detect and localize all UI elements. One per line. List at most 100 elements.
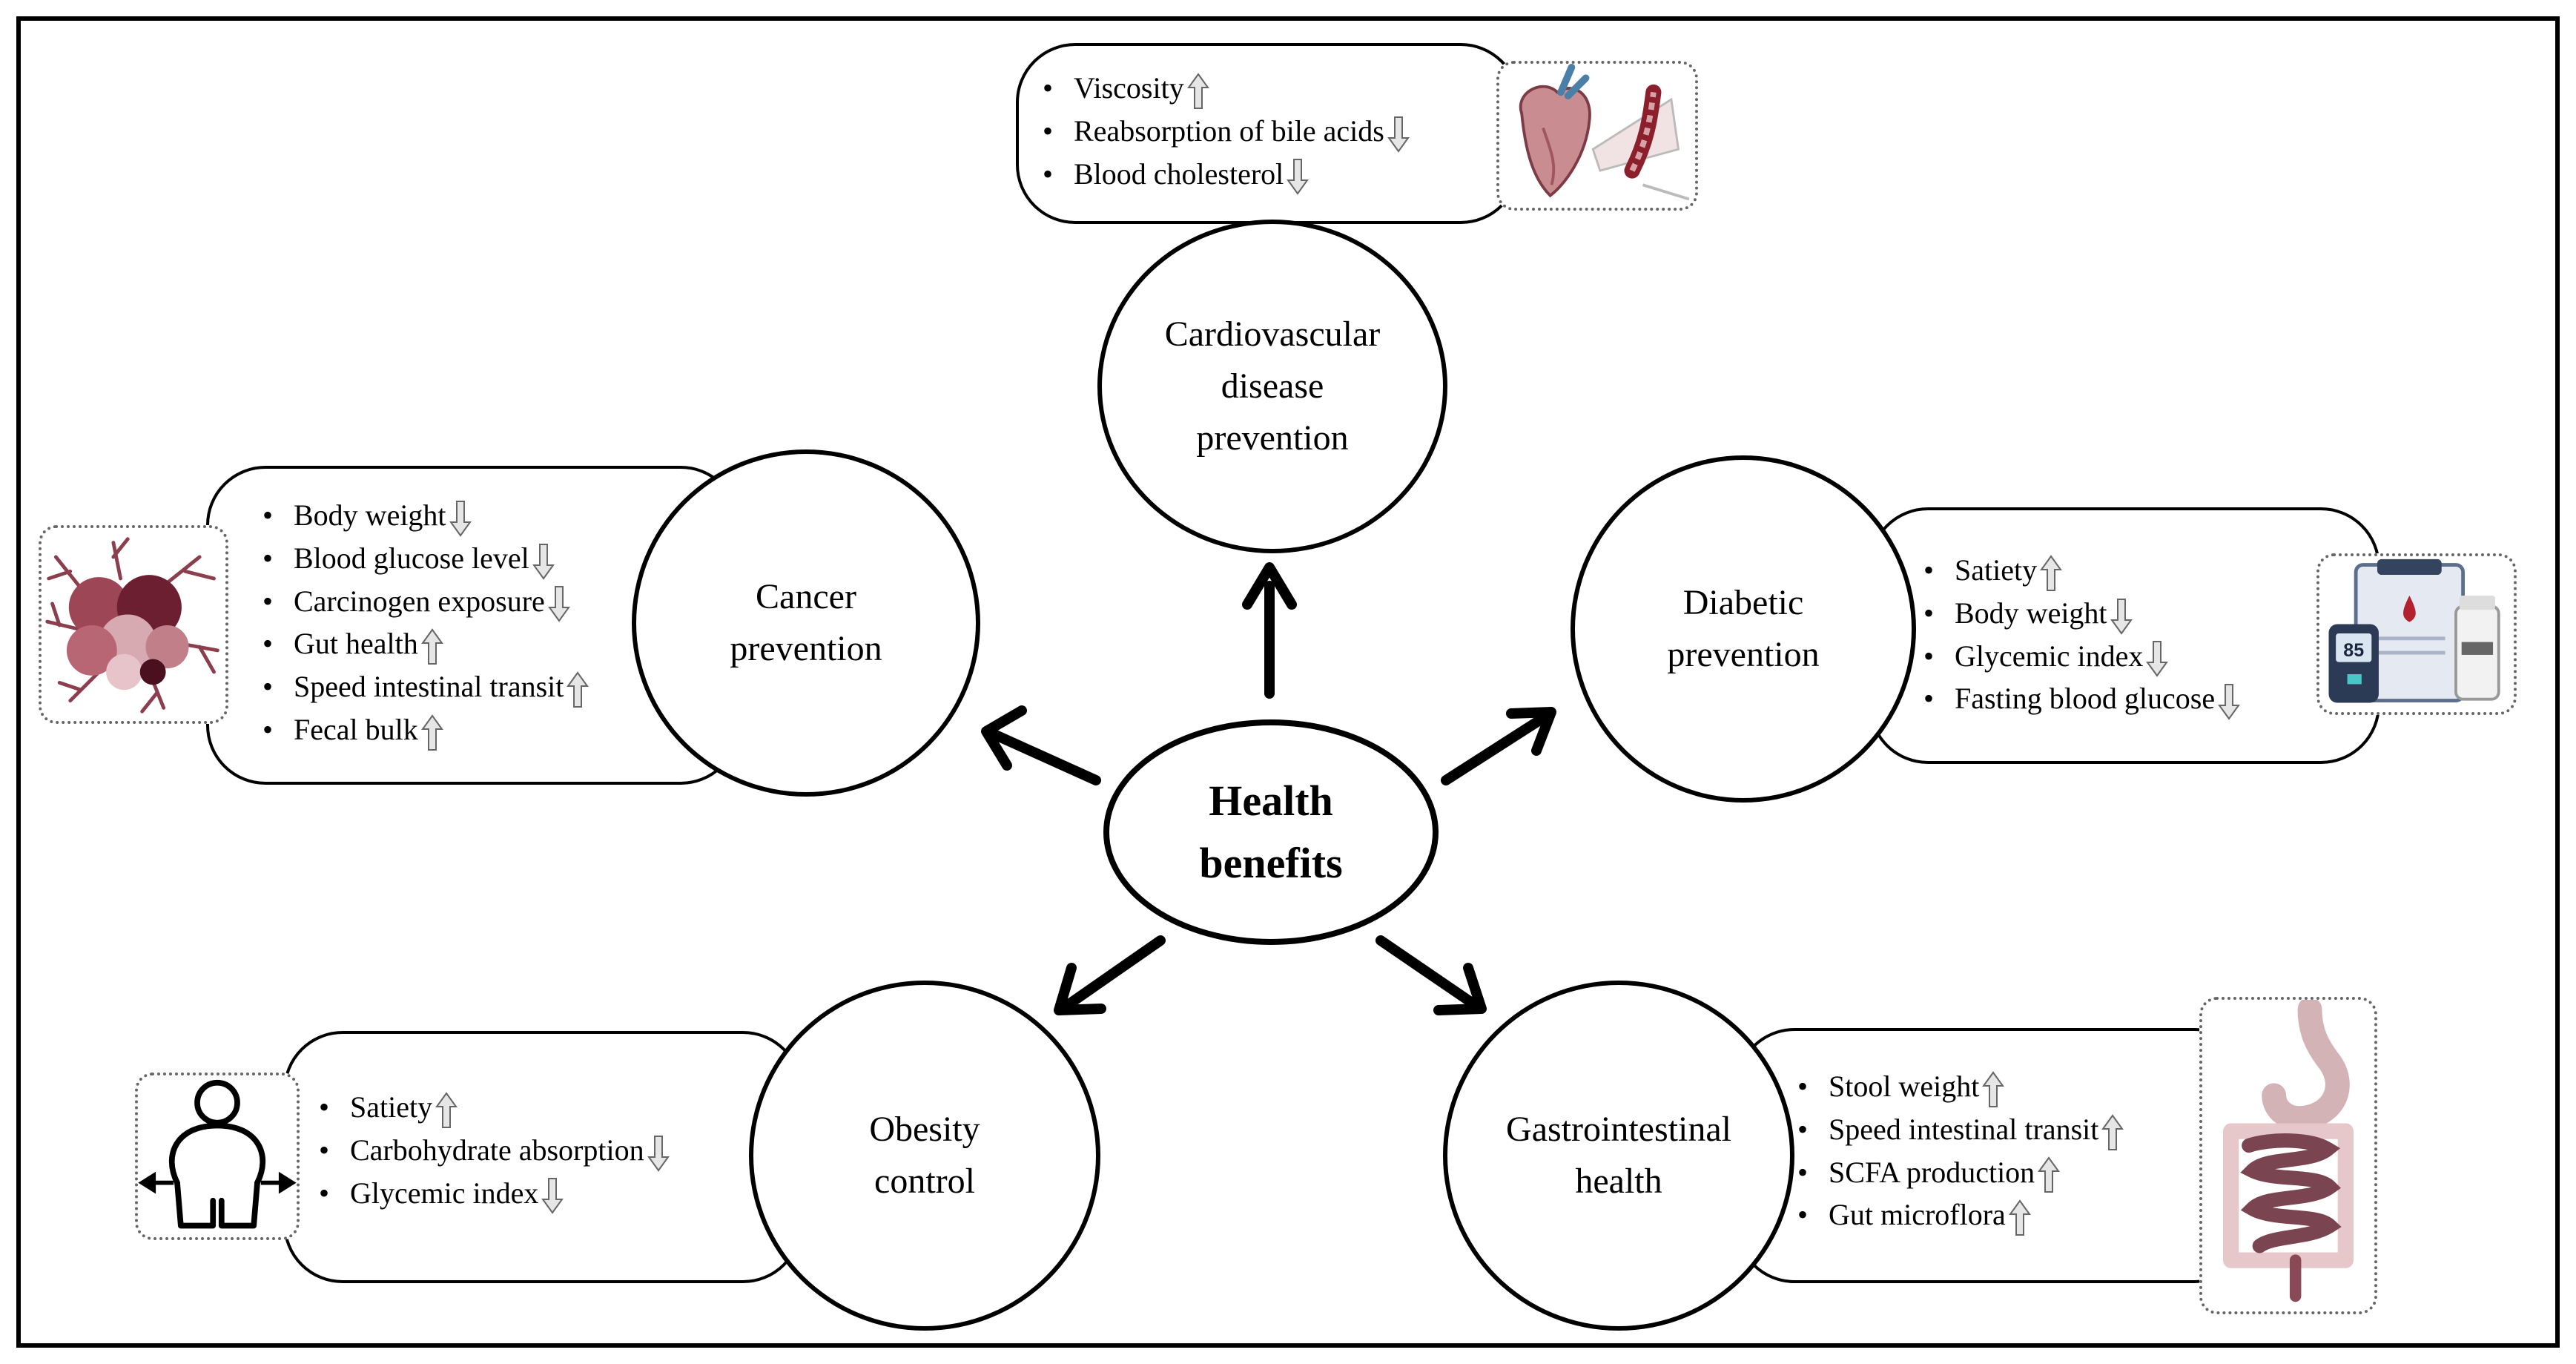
obesity-item: • Glycemic index (314, 1172, 670, 1215)
obesity-benefits-box (283, 1031, 802, 1283)
cardio-item-text: Viscosity (1074, 71, 1184, 105)
cardio-title-3: prevention (1196, 418, 1349, 458)
arrow-to-diabetic (1441, 707, 1556, 785)
meter-reading: 85 (2343, 640, 2364, 661)
cancer-item: •Blood glucose level (258, 537, 589, 580)
cardio-item: •Viscosity (1038, 67, 1410, 110)
obesity-item-text: Satiety (350, 1090, 433, 1124)
cardio-circle: Cardiovascular disease prevention (1097, 220, 1447, 553)
bullet-icon: • (1797, 1070, 1809, 1103)
diabetic-benefits-list: •Satiety • Body weight •Glycemic index • Fast… (1919, 549, 2241, 720)
obesity-circle: Obesity control (749, 981, 1100, 1331)
bullet-icon: • (262, 498, 274, 532)
arrow-down-icon (2218, 684, 2241, 720)
gastro-benefits-list: •Stool weight•Speed intestinal transit•S… (1793, 1065, 2124, 1236)
bullet-icon: • (1923, 596, 1935, 630)
obesity-benefits-list: • Satiety • Carbohydrate absorption • Glycemi… (314, 1086, 670, 1215)
cancer-item: • Speed intestinal transit (258, 665, 589, 708)
cardio-item-text: Blood cholesterol (1074, 157, 1284, 191)
diabetic-item-text: Satiety (1955, 553, 2038, 587)
gastro-item-text: Gut microflora (1829, 1198, 2006, 1232)
arrow-up-icon (2040, 555, 2063, 591)
diabetic-item-text: Glycemic index (1955, 639, 2144, 673)
gastro-circle: Gastrointestinal health (1443, 981, 1794, 1331)
bullet-icon: • (1043, 157, 1054, 191)
arrow-to-gastro (1375, 935, 1487, 1015)
obesity-title-1: Obesity (869, 1110, 980, 1149)
intestine-icon (2199, 997, 2377, 1314)
obese-person-icon (135, 1073, 300, 1240)
gastro-title-2: health (1575, 1162, 1662, 1201)
arrow-down-icon (1287, 159, 1310, 196)
cancer-cells-icon (39, 525, 228, 724)
diabetic-circle: Diabetic prevention (1571, 455, 1916, 803)
cancer-item-text: Carcinogen exposure (294, 584, 545, 618)
bullet-icon: • (1797, 1155, 1809, 1189)
diabetic-item-text: Body weight (1955, 596, 2107, 630)
arrow-down-icon (547, 586, 570, 623)
cardio-item-text: Reabsorption of bile acids (1074, 113, 1384, 148)
arrow-to-cardio (1242, 562, 1297, 699)
cancer-circle: Cancer prevention (632, 449, 980, 797)
cancer-item-text: Body weight (294, 498, 446, 532)
arrow-up-icon (2008, 1199, 2031, 1236)
cancer-item-text: Blood glucose level (294, 541, 529, 575)
diabetic-title-2: prevention (1667, 635, 1820, 674)
cancer-item: • Body weight (258, 494, 589, 537)
obesity-item-text: Carbohydrate absorption (350, 1133, 644, 1167)
arrow-up-icon (420, 628, 443, 665)
cancer-item: • Fecal bulk (258, 708, 589, 751)
bullet-icon: • (319, 1090, 330, 1124)
cancer-item: • Gut health (258, 622, 589, 665)
diabetic-item: • Body weight (1919, 592, 2240, 635)
diabetic-item-text: Fasting blood glucose (1955, 682, 2216, 716)
center-title-2: benefits (1199, 839, 1343, 887)
heart-artery-icon (1496, 61, 1698, 211)
gastro-item: • Gut microflora (1793, 1193, 2124, 1236)
bullet-icon: • (1923, 682, 1935, 716)
bullet-icon: • (262, 713, 274, 747)
arrow-to-cancer (981, 705, 1101, 785)
bullet-icon: • (319, 1133, 330, 1167)
bullet-icon: • (319, 1176, 330, 1210)
arrow-up-icon (420, 714, 443, 751)
cardio-item: • Reabsorption of bile acids (1038, 110, 1410, 153)
diabetic-item: •Satiety (1919, 549, 2240, 592)
gastro-item-text: Speed intestinal transit (1829, 1112, 2099, 1146)
cardio-item: • Blood cholesterol (1038, 153, 1410, 196)
cancer-item-text: Speed intestinal transit (294, 670, 564, 704)
cardio-benefits-list: •Viscosity•Reabsorption of bile acids•Bl… (1038, 67, 1410, 196)
bullet-icon: • (262, 627, 274, 661)
gastro-item: •Stool weight (1793, 1065, 2124, 1108)
obesity-item-text: Glycemic index (350, 1176, 539, 1210)
diabetic-title-1: Diabetic (1682, 583, 1804, 622)
obesity-item: • Carbohydrate absorption (314, 1129, 670, 1172)
cancer-item: • Carcinogen exposure (258, 580, 589, 623)
center-title-1: Health (1209, 777, 1333, 825)
arrow-down-icon (532, 543, 555, 580)
bullet-icon: • (1797, 1198, 1809, 1232)
gastro-item: •Speed intestinal transit (1793, 1108, 2124, 1151)
figure-frame (16, 16, 2560, 1348)
diabetic-item: • Fasting blood glucose (1919, 677, 2241, 720)
arrow-down-icon (2110, 598, 2133, 635)
cardio-benefits-box (1016, 43, 1520, 224)
arrow-to-obesity (1054, 935, 1166, 1015)
arrow-up-icon (1186, 73, 1209, 109)
cardio-title-1: Cardiovascular (1164, 314, 1381, 354)
obesity-title-2: control (874, 1162, 975, 1201)
diabetic-item: •Glycemic index (1919, 635, 2240, 678)
cancer-title-1: Cancer (756, 577, 856, 616)
gastro-benefits-box (1735, 1028, 2254, 1283)
cancer-item-text: Gut health (294, 627, 418, 661)
arrow-up-icon (2038, 1156, 2061, 1193)
arrow-down-icon (2146, 641, 2169, 678)
cardio-title-2: disease (1221, 366, 1324, 406)
bullet-icon: • (1043, 113, 1054, 148)
bullet-icon: • (262, 670, 274, 704)
cancer-item-text: Fecal bulk (294, 713, 418, 747)
cancer-benefits-list: •Body weight•Blood glucose level•Carcino… (258, 494, 589, 751)
arrow-down-icon (1387, 116, 1410, 153)
bullet-icon: • (262, 584, 274, 618)
